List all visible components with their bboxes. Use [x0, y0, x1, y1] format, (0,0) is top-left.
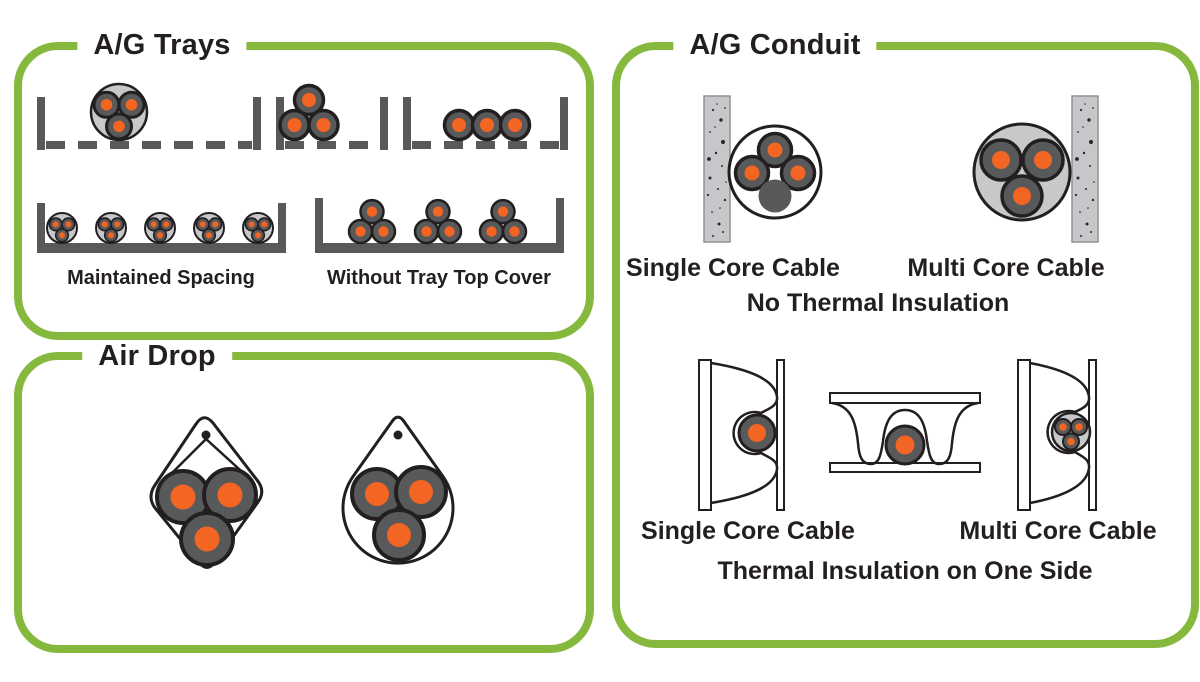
single-core-one-side-label: Single Core Cable: [641, 517, 855, 545]
no-thermal-insulation-caption: No Thermal Insulation: [746, 289, 1010, 317]
thermal-insulation-one-side-caption: Thermal Insulation on One Side: [717, 557, 1093, 585]
multi-core-one-side-label: Multi Core Cable: [959, 517, 1157, 545]
without-tray-top-cover-label: Without Tray Top Cover: [327, 267, 551, 289]
wall-board-icon: [1017, 359, 1031, 511]
insulated-single-core-vertical-icon: [698, 359, 785, 511]
hanger-hole-icon: [201, 430, 211, 440]
multicore-cable-on-tray-icon: [89, 82, 149, 142]
air-drop-title: Air Drop: [82, 340, 232, 373]
wall-board-icon: [698, 359, 712, 511]
maintained-spacing-label: Maintained Spacing: [67, 267, 255, 289]
trefoil-groups-in-tray-icon: [347, 198, 528, 245]
tray-without-top-cover: [315, 198, 564, 253]
flat-formation-cables-icon: [442, 108, 532, 142]
insulated-multi-core-icon: [1017, 359, 1097, 511]
panel-air-drop: [14, 352, 594, 653]
air-drop-teardrop-hanger-icon: [341, 415, 455, 565]
multi-core-no-insulation-label: Multi Core Cable: [907, 254, 1105, 282]
thermal-insulation-curve-icon: [710, 361, 779, 505]
conduit-circle-icon: [727, 124, 823, 220]
conduit-multi-core-no-insulation-icon: [972, 95, 1099, 243]
ag-conduit-title: A/G Conduit: [673, 29, 877, 62]
single-core-no-insulation-label: Single Core Cable: [626, 254, 840, 282]
thermal-insulation-curve-icon: [1029, 361, 1091, 505]
ag-trays-title: A/G Trays: [77, 29, 247, 62]
air-drop-kite-hanger-icon: [149, 416, 264, 569]
trefoil-cables-on-tray-icon: [278, 83, 340, 142]
wall-icon: [703, 95, 731, 243]
spaced-multicore-cables-icon: [46, 212, 274, 244]
tray-maintained-spacing: [37, 203, 286, 253]
wall-face-icon: [776, 359, 785, 511]
ceiling-board-icon: [829, 392, 981, 404]
conduit-single-core-no-insulation-icon: [703, 95, 823, 243]
wall-icon: [1071, 95, 1099, 243]
insulated-single-core-horizontal-icon: [829, 392, 981, 473]
hanger-hole-icon: [393, 430, 403, 440]
thermal-insulation-curve-icon: [831, 401, 979, 466]
neutral-cable-icon: [758, 179, 792, 213]
